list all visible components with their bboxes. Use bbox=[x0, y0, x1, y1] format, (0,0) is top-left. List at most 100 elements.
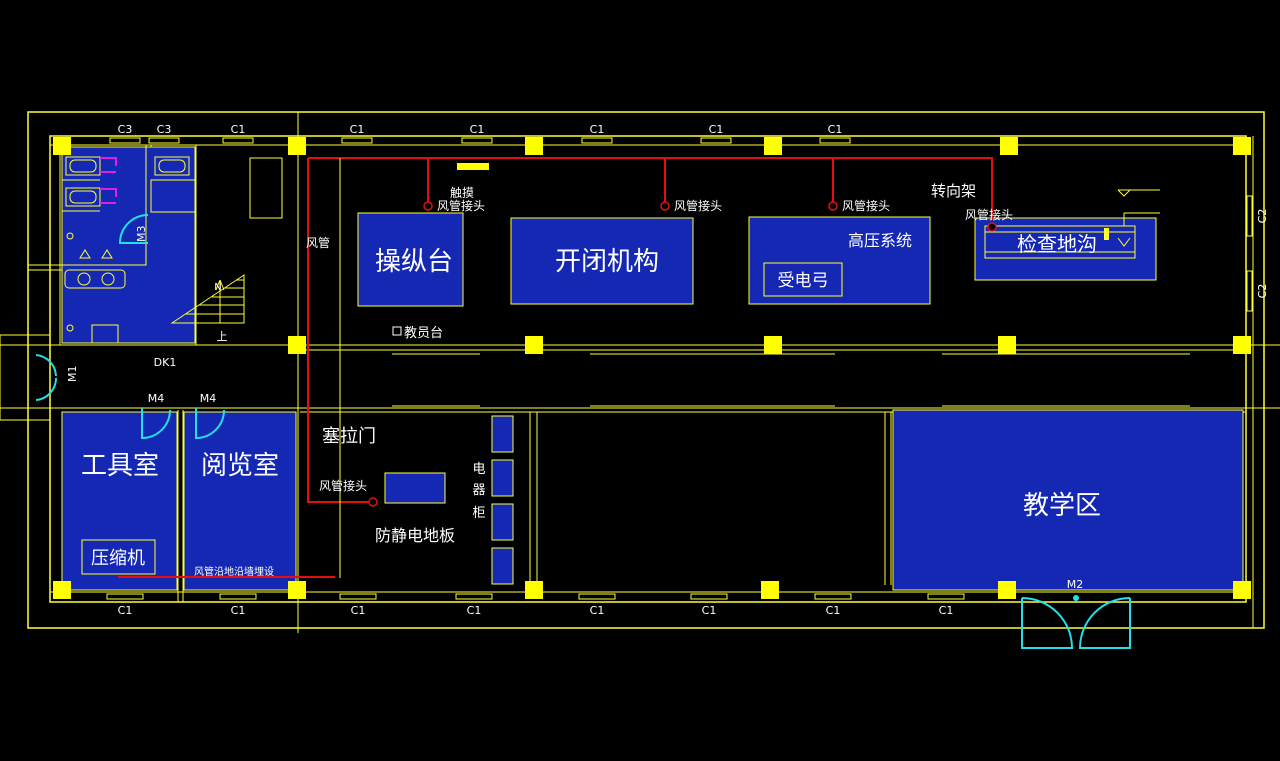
column bbox=[525, 581, 543, 599]
opening-mechanism-block bbox=[510, 217, 694, 305]
window-top-label: C1 bbox=[231, 123, 246, 136]
touch-label: 触摸 bbox=[450, 186, 474, 200]
door-m4a-label: M4 bbox=[148, 392, 165, 405]
door-m1-icon bbox=[35, 354, 58, 401]
window-top-label: C1 bbox=[709, 123, 724, 136]
cabinet-label-1: 电 bbox=[472, 462, 485, 477]
door-m2-icon bbox=[1021, 595, 1131, 649]
air-duct bbox=[118, 157, 997, 578]
window-top-label: C1 bbox=[828, 123, 843, 136]
tool-room-label: 工具室 bbox=[81, 451, 159, 481]
opening-mechanism-label: 开闭机构 bbox=[555, 247, 659, 277]
window-bottom bbox=[578, 593, 616, 600]
window-top bbox=[148, 137, 180, 144]
window-top bbox=[341, 137, 373, 144]
anti-static-floor-block bbox=[384, 472, 446, 504]
column bbox=[288, 336, 306, 354]
high-voltage-label: 高压系统 bbox=[848, 231, 912, 250]
duct-label: 风管 bbox=[306, 235, 330, 250]
column bbox=[764, 336, 782, 354]
window-right-label: C2 bbox=[1256, 284, 1269, 299]
cabinet-label-2: 器 bbox=[472, 483, 485, 498]
compressor-label: 压缩机 bbox=[91, 548, 145, 569]
column bbox=[1233, 581, 1251, 599]
instructor-desk-icon bbox=[392, 326, 402, 336]
dk1-label: DK1 bbox=[154, 356, 177, 369]
window-top-label: C3 bbox=[157, 123, 172, 136]
inspection-pit-label: 检查地沟 bbox=[1017, 232, 1097, 256]
outer-walls bbox=[27, 111, 1265, 633]
window-top bbox=[700, 137, 732, 144]
window-right bbox=[1246, 270, 1253, 312]
window-bottom-label: C1 bbox=[351, 604, 366, 617]
column bbox=[761, 581, 779, 599]
door-m3-label: M3 bbox=[135, 226, 148, 243]
door-m4b-label: M4 bbox=[200, 392, 217, 405]
sliding-door-label: 塞拉门 bbox=[322, 426, 376, 447]
window-top-label: C1 bbox=[470, 123, 485, 136]
level-mark-icon bbox=[1117, 189, 1160, 197]
column bbox=[525, 336, 543, 354]
window-right-label: C2 bbox=[1256, 209, 1269, 224]
window-bottom-label: C1 bbox=[231, 604, 246, 617]
window-top-label: C1 bbox=[350, 123, 365, 136]
door-m1-label: M1 bbox=[66, 366, 79, 383]
window-bottom bbox=[455, 593, 493, 600]
pantograph-block bbox=[763, 262, 843, 297]
console-block bbox=[357, 212, 464, 307]
reading-room-label: 阅览室 bbox=[201, 451, 279, 481]
window-top-label: C3 bbox=[118, 123, 133, 136]
duct-joint-label-5: 风管接头 bbox=[319, 478, 367, 493]
column bbox=[53, 581, 71, 599]
inspection-pit-stairs bbox=[984, 225, 1136, 259]
window-top bbox=[461, 137, 493, 144]
column bbox=[525, 137, 543, 155]
turntable-label: 转向架 bbox=[931, 182, 976, 200]
anti-static-floor-label: 防静电地板 bbox=[375, 526, 455, 545]
window-bottom bbox=[106, 593, 144, 600]
restroom-door-icon bbox=[100, 157, 149, 244]
compressor-block bbox=[81, 539, 156, 575]
duct-note-label: 风管沿地沿墙埋设 bbox=[194, 565, 274, 578]
window-bottom-label: C1 bbox=[590, 604, 605, 617]
column bbox=[288, 137, 306, 155]
window-top bbox=[109, 137, 141, 144]
window-top bbox=[222, 137, 254, 144]
door-m4-icons bbox=[141, 408, 225, 440]
window-bottom bbox=[339, 593, 377, 600]
duct-joint-label-3: 风管接头 bbox=[842, 198, 890, 213]
staircase bbox=[170, 274, 245, 324]
window-right bbox=[1246, 195, 1253, 237]
column bbox=[1000, 137, 1018, 155]
north-label: N bbox=[214, 282, 221, 293]
window-top-label: C1 bbox=[590, 123, 605, 136]
column bbox=[53, 137, 71, 155]
duct-joint-label-2: 风管接头 bbox=[674, 198, 722, 213]
window-bottom bbox=[690, 593, 728, 600]
column bbox=[1233, 137, 1251, 155]
cabinet-label-3: 柜 bbox=[472, 506, 485, 521]
reading-room bbox=[183, 411, 297, 591]
instructor-desk-label: 教员台 bbox=[404, 325, 443, 341]
window-bottom-label: C1 bbox=[118, 604, 133, 617]
column bbox=[764, 137, 782, 155]
column bbox=[288, 581, 306, 599]
electric-cabinet bbox=[491, 415, 514, 585]
columns bbox=[53, 137, 1251, 599]
window-bottom-label: C1 bbox=[939, 604, 954, 617]
teaching-area bbox=[892, 409, 1244, 591]
window-top bbox=[819, 137, 851, 144]
column bbox=[998, 336, 1016, 354]
duct-joint-label-1: 风管接头 bbox=[437, 198, 485, 213]
window-bottom bbox=[927, 593, 965, 600]
pantograph-label: 受电弓 bbox=[778, 271, 829, 291]
window-top bbox=[581, 137, 613, 144]
window-bottom-label: C1 bbox=[702, 604, 717, 617]
teaching-area-label: 教学区 bbox=[1023, 491, 1101, 521]
inspection-pit-block bbox=[974, 217, 1157, 281]
restroom bbox=[61, 146, 196, 344]
column bbox=[1233, 336, 1251, 354]
column bbox=[998, 581, 1016, 599]
window-bottom bbox=[814, 593, 852, 600]
